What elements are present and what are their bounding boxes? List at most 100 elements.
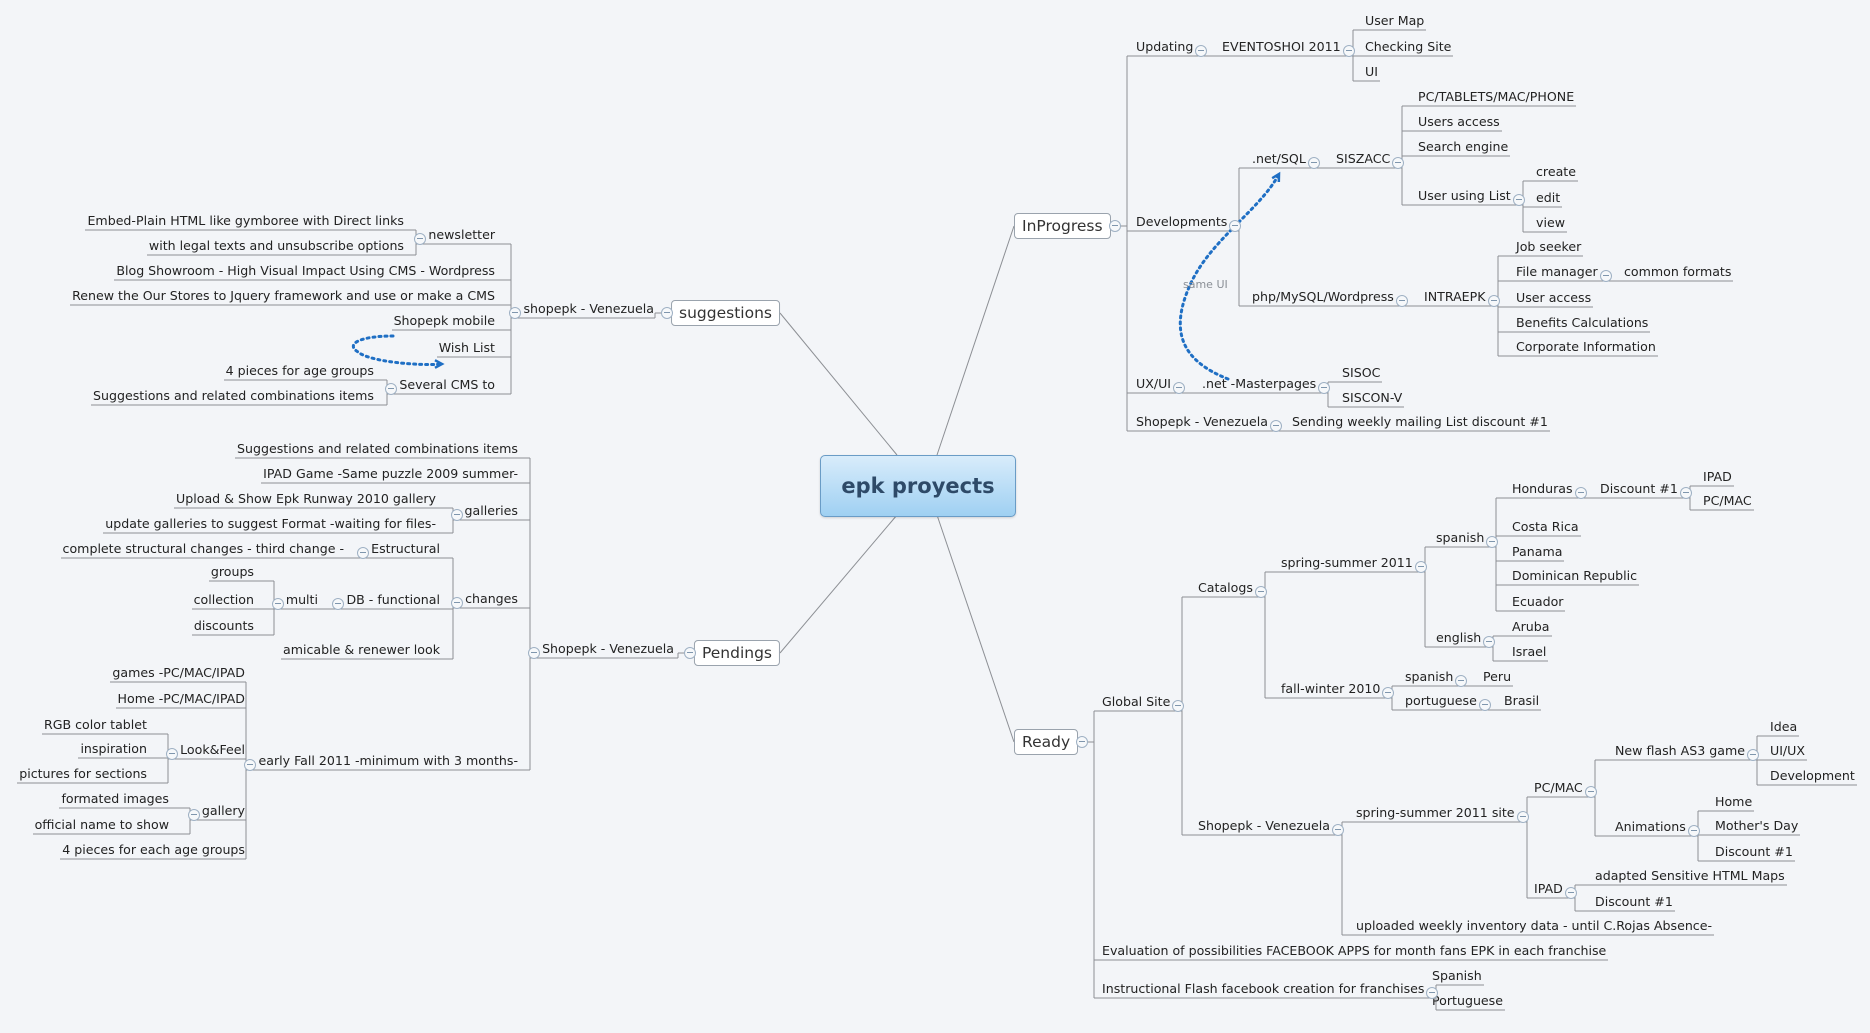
- topic-ip-edit[interactable]: edit: [1536, 190, 1561, 205]
- topic-r-pcmac1[interactable]: PC/MAC: [1703, 493, 1752, 508]
- topic-p-multi[interactable]: multi: [285, 592, 318, 607]
- topic-ip-checking[interactable]: Checking Site: [1365, 39, 1452, 54]
- collapse-toggle-icon[interactable]: [1270, 420, 1282, 432]
- topic-r-dominican[interactable]: Dominican Republic: [1512, 568, 1638, 583]
- topic-p-rgb[interactable]: RGB color tablet: [43, 717, 147, 732]
- collapse-toggle-icon[interactable]: [1479, 699, 1491, 711]
- main-topic-pendings[interactable]: Pendings: [693, 640, 780, 666]
- collapse-toggle-icon[interactable]: [1255, 586, 1267, 598]
- collapse-toggle-icon[interactable]: [528, 647, 540, 659]
- topic-r-panama[interactable]: Panama: [1512, 544, 1563, 559]
- collapse-toggle-icon[interactable]: [1688, 825, 1700, 837]
- topic-p-collection[interactable]: collection: [193, 592, 254, 607]
- collapse-toggle-icon[interactable]: [272, 598, 284, 610]
- collapse-toggle-icon[interactable]: [166, 748, 178, 760]
- topic-p-formated[interactable]: formated images: [61, 791, 169, 806]
- topic-ip-pctab[interactable]: PC/TABLETS/MAC/PHONE: [1418, 89, 1575, 104]
- topic-r-israel[interactable]: Israel: [1512, 644, 1547, 659]
- topic-r-develop[interactable]: Development: [1770, 768, 1855, 783]
- topic-ip-sending[interactable]: Sending weekly mailing List discount #1: [1292, 414, 1548, 429]
- main-topic-ready[interactable]: Ready: [1014, 729, 1079, 755]
- topic-ip-php[interactable]: php/MySQL/Wordpress: [1252, 289, 1394, 304]
- collapse-toggle-icon[interactable]: [1172, 700, 1184, 712]
- collapse-toggle-icon[interactable]: [332, 598, 344, 610]
- topic-ip-uaccess[interactable]: User access: [1516, 290, 1592, 305]
- topic-ip-sisoc[interactable]: SISOC: [1342, 365, 1381, 380]
- collapse-toggle-icon[interactable]: [1308, 157, 1320, 169]
- collapse-toggle-icon[interactable]: [1680, 487, 1692, 499]
- main-topic-suggestions[interactable]: suggestions: [671, 300, 780, 326]
- topic-r-english[interactable]: english: [1436, 630, 1482, 645]
- collapse-toggle-icon[interactable]: [414, 233, 426, 245]
- topic-r-mothers[interactable]: Mother's Day: [1715, 818, 1799, 833]
- collapse-toggle-icon[interactable]: [188, 809, 200, 821]
- collapse-toggle-icon[interactable]: [1513, 194, 1525, 206]
- topic-p-galleries[interactable]: galleries: [464, 503, 518, 518]
- topic-ip-view[interactable]: view: [1536, 215, 1566, 230]
- topic-r-shopepk[interactable]: Shopepk - Venezuela: [1198, 818, 1330, 833]
- topic-ip-corp[interactable]: Corporate Information: [1516, 339, 1656, 354]
- topic-ip-userlist[interactable]: User using List: [1418, 188, 1511, 203]
- topic-ip-shopepk[interactable]: Shopepk - Venezuela: [1136, 414, 1268, 429]
- collapse-toggle-icon[interactable]: [1575, 487, 1587, 499]
- collapse-toggle-icon[interactable]: [1488, 295, 1500, 307]
- topic-r-flashfb[interactable]: Instructional Flash facebook creation fo…: [1102, 981, 1425, 996]
- topic-r-peru[interactable]: Peru: [1483, 669, 1512, 684]
- collapse-toggle-icon[interactable]: [1455, 675, 1467, 687]
- collapse-toggle-icon[interactable]: [1486, 536, 1498, 548]
- topic-ip-netsql[interactable]: .net/SQL: [1252, 151, 1306, 166]
- topic-r-catalogs[interactable]: Catalogs: [1198, 580, 1253, 595]
- topic-r-flash[interactable]: New flash AS3 game: [1615, 743, 1746, 758]
- collapse-toggle-icon[interactable]: [1382, 687, 1394, 699]
- collapse-toggle-icon[interactable]: [1392, 157, 1404, 169]
- collapse-toggle-icon[interactable]: [1565, 887, 1577, 899]
- topic-r-ipad1[interactable]: IPAD: [1703, 469, 1732, 484]
- topic-ip-eventos[interactable]: EVENTOSHOI 2011: [1222, 39, 1341, 54]
- collapse-toggle-icon[interactable]: [1600, 270, 1612, 282]
- collapse-toggle-icon[interactable]: [1483, 636, 1495, 648]
- topic-r-spanish2[interactable]: spanish: [1405, 669, 1454, 684]
- topic-ip-intraepk[interactable]: INTRAEPK: [1424, 289, 1486, 304]
- topic-r-honduras[interactable]: Honduras: [1512, 481, 1573, 496]
- topic-r-brasil[interactable]: Brasil: [1504, 693, 1540, 708]
- topic-p-db[interactable]: DB - functional: [346, 592, 440, 607]
- topic-ip-updating[interactable]: Updating: [1136, 39, 1194, 54]
- collapse-toggle-icon[interactable]: [684, 647, 696, 659]
- main-topic-inprogress[interactable]: InProgress: [1014, 213, 1111, 239]
- topic-r-facebook[interactable]: Evaluation of possibilities FACEBOOK APP…: [1102, 943, 1607, 958]
- topic-p-amicable[interactable]: amicable & renewer look: [282, 642, 440, 657]
- topic-ip-ui[interactable]: UI: [1365, 64, 1378, 79]
- topic-p-groups[interactable]: groups: [210, 564, 254, 579]
- topic-r-portuguese2[interactable]: Portuguese: [1432, 993, 1503, 1008]
- topic-p-shopepk[interactable]: Shopepk - Venezuela: [542, 641, 674, 656]
- topic-r-spanish[interactable]: spanish: [1436, 530, 1485, 545]
- topic-p-official[interactable]: official name to show: [34, 817, 169, 832]
- topic-r-disc2[interactable]: Discount #1: [1715, 844, 1793, 859]
- topic-p-ipadgame[interactable]: IPAD Game -Same puzzle 2009 summer-: [263, 466, 518, 481]
- topic-r-adapted[interactable]: adapted Sensitive HTML Maps: [1595, 868, 1785, 883]
- collapse-toggle-icon[interactable]: [1332, 824, 1344, 836]
- collapse-toggle-icon[interactable]: [451, 597, 463, 609]
- topic-s-sugg[interactable]: Suggestions and related combinations ite…: [93, 388, 374, 403]
- topic-ip-siscon[interactable]: SISCON-V: [1342, 390, 1403, 405]
- topic-s-renew[interactable]: Renew the Our Stores to Jquery framework…: [72, 288, 495, 303]
- topic-r-ss2011[interactable]: spring-summer 2011: [1281, 555, 1413, 570]
- topic-p-estructural[interactable]: Estructural: [371, 541, 440, 556]
- topic-r-uploaded[interactable]: uploaded weekly inventory data - until C…: [1356, 918, 1713, 933]
- topic-r-portuguese[interactable]: portuguese: [1405, 693, 1477, 708]
- topic-p-complete[interactable]: complete structural changes - third chan…: [62, 541, 344, 556]
- collapse-toggle-icon[interactable]: [1747, 749, 1759, 761]
- topic-ip-benefits[interactable]: Benefits Calculations: [1516, 315, 1649, 330]
- collapse-toggle-icon[interactable]: [1109, 220, 1121, 232]
- topic-p-sugg[interactable]: Suggestions and related combinations ite…: [237, 441, 518, 456]
- topic-r-ipad[interactable]: IPAD: [1534, 881, 1563, 896]
- topic-p-update[interactable]: update galleries to suggest Format -wait…: [105, 516, 436, 531]
- topic-ip-usermap[interactable]: User Map: [1365, 13, 1425, 28]
- central-topic[interactable]: epk proyects: [820, 455, 1016, 517]
- topic-p-games[interactable]: games -PC/MAC/IPAD: [112, 665, 245, 680]
- topic-ip-siszacc[interactable]: SISZACC: [1336, 151, 1391, 166]
- topic-r-ss2011site[interactable]: spring-summer 2011 site: [1356, 805, 1515, 820]
- collapse-toggle-icon[interactable]: [661, 307, 673, 319]
- topic-s-wishlist[interactable]: Wish List: [438, 340, 495, 355]
- topic-r-aruba[interactable]: Aruba: [1512, 619, 1550, 634]
